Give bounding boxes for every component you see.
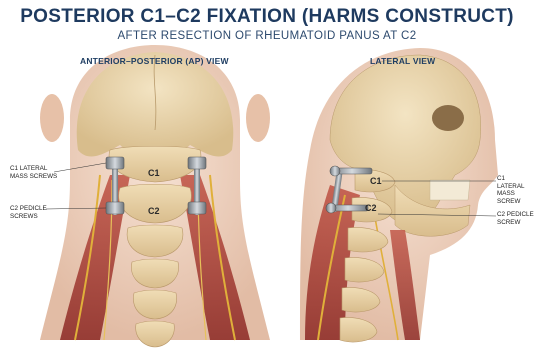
lat-callout-c2: C2 PEDICLE SCREW	[497, 211, 534, 226]
ap-c2-label: C2	[148, 206, 160, 216]
ap-callout-c1-line1: C1 LATERAL	[10, 165, 57, 173]
ap-view: C1 C2	[40, 45, 270, 347]
lat-c1-label: C1	[370, 176, 382, 186]
ap-right-ear	[246, 94, 270, 142]
lat-orbit	[432, 105, 464, 131]
lateral-view: C1 C2	[300, 48, 498, 342]
ap-callout-c1: C1 LATERAL MASS SCREWS	[10, 165, 57, 180]
lat-callout-c2-line2: SCREW	[497, 219, 534, 227]
lat-callout-c1: C1 LATERAL MASS SCREW	[497, 175, 534, 205]
ap-c1-label: C1	[148, 168, 160, 178]
ap-view-label: ANTERIOR–POSTERIOR (AP) VIEW	[80, 56, 229, 66]
ap-callout-c1-line2: MASS SCREWS	[10, 173, 57, 181]
lateral-view-label: LATERAL VIEW	[370, 56, 435, 66]
lat-c2-label: C2	[365, 203, 377, 213]
ap-callout-c2-line2: SCREWS	[10, 213, 47, 221]
lat-callout-c2-line1: C2 PEDICLE	[497, 211, 534, 219]
ap-callout-c2-line1: C2 PEDICLE	[10, 205, 47, 213]
lat-callout-c1-line1: C1 LATERAL	[497, 175, 534, 190]
lat-teeth	[430, 180, 470, 200]
ap-callout-c2: C2 PEDICLE SCREWS	[10, 205, 47, 220]
ap-left-ear	[40, 94, 64, 142]
lat-callout-c1-line2: MASS SCREW	[497, 190, 534, 205]
